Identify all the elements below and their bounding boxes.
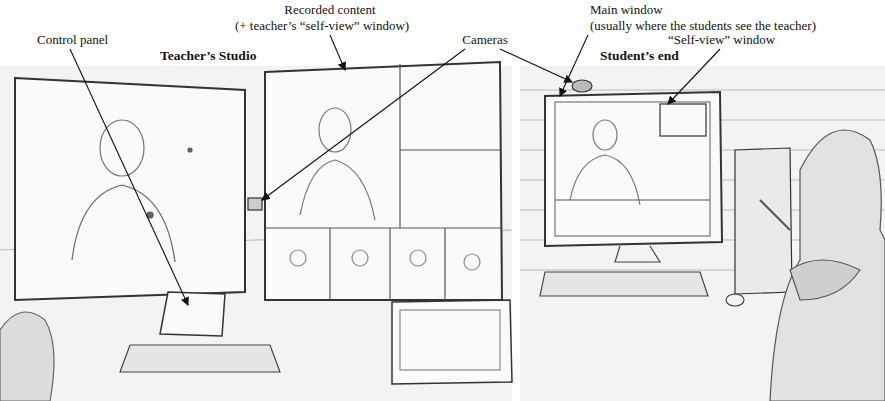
callout-note: (+ teacher’s “self-view” window) bbox=[235, 18, 409, 33]
callout-note: (usually where the students see the teac… bbox=[590, 18, 816, 33]
callout-label: Control panel bbox=[37, 32, 108, 47]
callout-label: Main window bbox=[590, 2, 663, 17]
leader-lines bbox=[70, 35, 720, 305]
callout-label: “Self-view” window bbox=[668, 32, 775, 47]
student-end-sketch bbox=[520, 66, 885, 401]
callout-label: Cameras bbox=[462, 32, 507, 47]
scene-title: Teacher’s Studio bbox=[160, 48, 256, 63]
scene-title: Student’s end bbox=[600, 48, 679, 63]
teacher-studio-sketch bbox=[0, 62, 512, 401]
callout-label: Recorded content bbox=[284, 2, 375, 17]
